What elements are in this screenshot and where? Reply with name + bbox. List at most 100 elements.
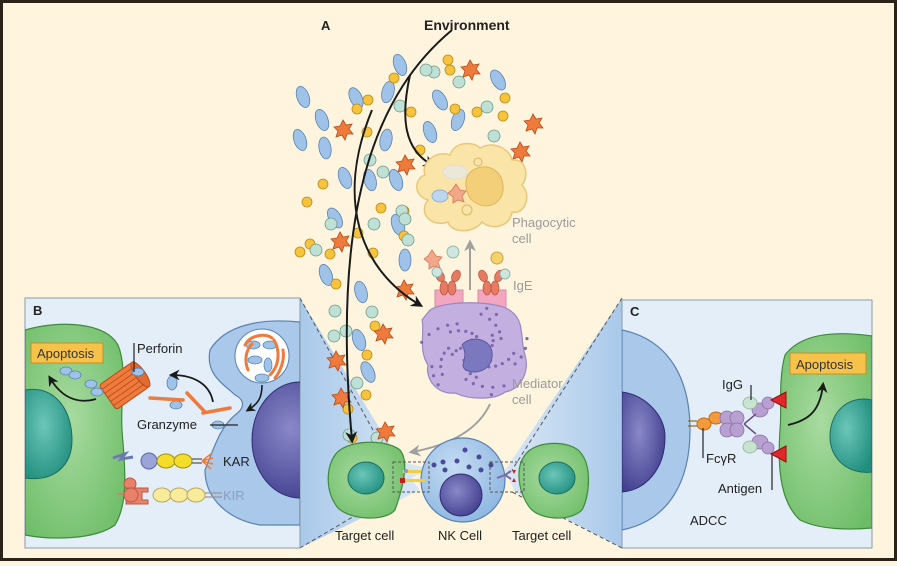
granule-dot — [436, 383, 440, 387]
particle-yellow — [369, 320, 381, 332]
pathogen-oval — [318, 136, 332, 160]
granule-dot — [494, 312, 498, 317]
particle-yellow — [444, 64, 456, 76]
granule-dot — [468, 372, 472, 376]
adcc-label: ADCC — [690, 513, 727, 528]
arrow-environment-to-target — [345, 29, 453, 444]
particle-yellow — [414, 144, 426, 156]
granule-dot — [488, 317, 492, 321]
allergen-star — [333, 119, 354, 141]
granule-dot — [420, 340, 424, 344]
granule-dot — [490, 343, 494, 348]
panel-c-letter: C — [630, 304, 640, 319]
granule-dot — [507, 357, 511, 361]
nk-cell-small — [420, 437, 506, 523]
particle-yellow — [317, 178, 329, 190]
granule-dot — [523, 346, 528, 350]
allergen-star — [330, 231, 351, 253]
allergen-star — [460, 59, 481, 81]
pathogen-oval — [314, 109, 330, 131]
granule-dot — [447, 346, 451, 350]
particle-green — [367, 217, 381, 231]
granule-dot — [480, 384, 484, 388]
mediator-cell-label-1: Mediator — [512, 376, 563, 391]
granule-dot — [475, 335, 479, 339]
ige-receptors — [423, 245, 511, 313]
granule-dot — [436, 327, 440, 331]
pathogen-oval — [490, 69, 506, 91]
granule-dot — [470, 331, 474, 335]
pathogen-oval — [432, 89, 448, 111]
arrow-environment-to-phagocyte — [404, 74, 436, 167]
granule-dot — [442, 351, 446, 355]
panel-b — [24, 297, 301, 549]
apoptosis-label-c: Apoptosis — [796, 357, 854, 372]
nk-cell-label: NK Cell — [438, 528, 482, 543]
granule-dot — [427, 332, 431, 337]
particle-green — [419, 63, 433, 77]
pathogen-oval — [354, 280, 368, 304]
particle-yellow — [351, 103, 363, 115]
granule-dot — [439, 357, 443, 361]
particle-yellow — [449, 103, 461, 115]
particle-green — [342, 428, 356, 442]
environment-title: Environment — [424, 17, 510, 33]
particle-green — [401, 233, 415, 247]
kar-label: KAR — [223, 454, 250, 469]
granule-dot — [440, 372, 444, 376]
panel-a-letter: A — [321, 18, 331, 33]
zoom-box-right — [489, 461, 525, 493]
granule-dot — [494, 364, 498, 368]
granule-dot — [485, 306, 489, 310]
arrow-mediator-to-nk — [408, 403, 491, 457]
particle-yellow — [471, 106, 483, 118]
particle-yellow — [388, 72, 400, 84]
antigen-top — [769, 391, 787, 409]
phagocytic-cell — [416, 142, 528, 232]
granule-dot — [512, 351, 516, 355]
particle-green — [452, 75, 466, 89]
granule-dot — [448, 330, 452, 334]
granule-dot — [471, 382, 475, 386]
target-cell-left — [327, 441, 406, 519]
granule-dot — [446, 323, 450, 327]
pathogen-oval — [392, 54, 408, 76]
particle-green — [480, 100, 494, 114]
particle-yellow — [362, 94, 374, 106]
granule-dot — [498, 330, 502, 334]
particle-yellow — [375, 202, 387, 214]
target-cell-right-label: Target cell — [512, 528, 571, 543]
particle-yellow — [499, 92, 511, 104]
panel-c — [621, 299, 873, 549]
granule-dot — [502, 384, 506, 388]
particle-yellow — [330, 278, 342, 290]
phagocytic-cell-label-1: Phagocytic — [512, 215, 576, 230]
granule-dot — [439, 365, 443, 369]
allergen-star — [523, 113, 544, 135]
apoptosis-box-c — [789, 352, 867, 375]
particle-green — [487, 129, 501, 143]
allergen-star — [395, 154, 416, 176]
kir-label: KIR — [223, 488, 245, 503]
allergen-star — [510, 141, 531, 163]
panel-b-letter: B — [33, 303, 42, 318]
igg-label: IgG — [722, 377, 743, 392]
granule-dot — [491, 385, 495, 389]
pathogen-oval — [360, 361, 376, 383]
particle-yellow — [324, 248, 336, 260]
particle-green — [398, 212, 412, 226]
particle-yellow — [497, 110, 509, 122]
granule-dot — [500, 362, 504, 366]
particle-yellow — [342, 403, 354, 415]
pathogen-oval — [388, 169, 404, 191]
granule-dot — [464, 377, 468, 382]
mediator-cell — [420, 302, 529, 399]
granule-dot — [525, 337, 529, 341]
perforin-label: Perforin — [137, 341, 183, 356]
antigen-label: Antigen — [718, 481, 762, 496]
granule-dot — [464, 329, 468, 333]
pathogen-oval — [351, 329, 367, 351]
particle-yellow — [360, 389, 372, 401]
particle-green — [309, 243, 323, 257]
fcgr-receptor — [688, 411, 724, 431]
